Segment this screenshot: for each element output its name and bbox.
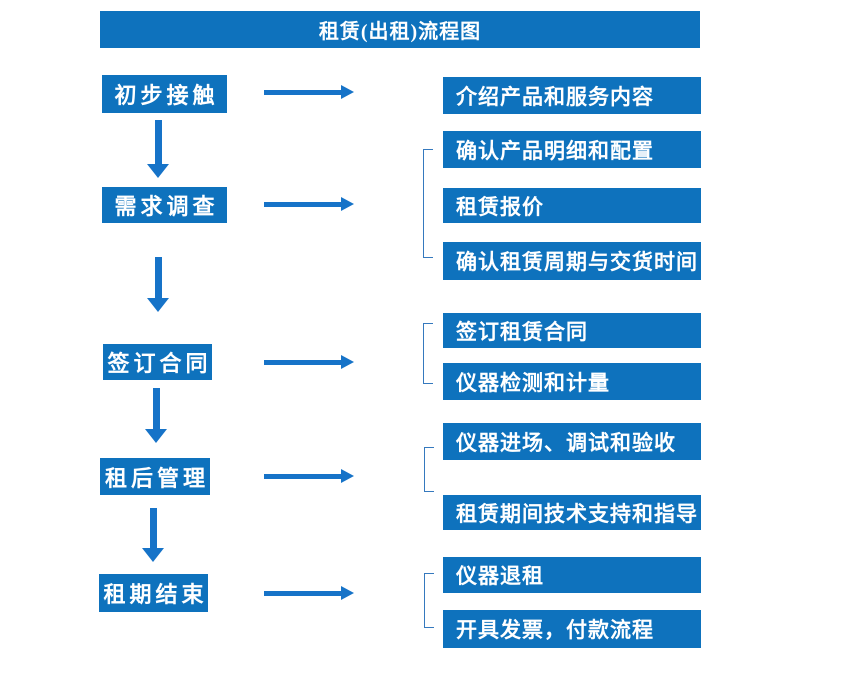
detail-box-rental-quotation: 租赁报价 <box>443 188 701 223</box>
detail-box-invoice-payment: 开具发票，付款流程 <box>443 610 701 648</box>
detail-box-confirm-product-details: 确认产品明细和配置 <box>443 131 701 168</box>
detail-box-instrument-inspection: 仪器检测和计量 <box>443 363 701 400</box>
step-box-initial-contact: 初步接触 <box>102 75 227 113</box>
bracket-group-demand-survey <box>423 149 433 258</box>
detail-box-sign-rental-contract: 签订租赁合同 <box>443 313 701 348</box>
arrow-right-connector-4 <box>264 469 354 483</box>
detail-box-instrument-setup-acceptance: 仪器进场、调试和验收 <box>443 423 701 460</box>
arrow-right-connector-3 <box>264 355 354 369</box>
arrow-right-connector-5 <box>264 586 354 600</box>
arrow-down-connector-2 <box>147 257 169 312</box>
detail-box-introduce-products-services: 介绍产品和服务内容 <box>443 77 701 114</box>
detail-box-instrument-return: 仪器退租 <box>443 557 701 593</box>
detail-box-tech-support: 租赁期间技术支持和指导 <box>443 495 701 530</box>
arrow-down-connector-1 <box>147 120 169 178</box>
step-box-post-rental-management: 租后管理 <box>100 458 210 495</box>
bracket-group-contract-signing <box>423 323 433 384</box>
arrow-right-connector-1 <box>264 85 354 99</box>
bracket-group-post-rental <box>424 447 434 492</box>
step-box-demand-survey: 需求调查 <box>102 187 227 223</box>
page-title: 租赁(出租)流程图 <box>100 11 700 48</box>
detail-box-confirm-period-delivery: 确认租赁周期与交货时间 <box>443 242 701 280</box>
arrow-down-connector-3 <box>145 388 167 443</box>
bracket-group-rental-end <box>424 573 434 628</box>
arrow-right-connector-2 <box>264 197 354 211</box>
step-box-contract-signing: 签订合同 <box>103 344 212 380</box>
arrow-down-connector-4 <box>142 508 164 562</box>
step-box-rental-end: 租期结束 <box>99 574 208 612</box>
